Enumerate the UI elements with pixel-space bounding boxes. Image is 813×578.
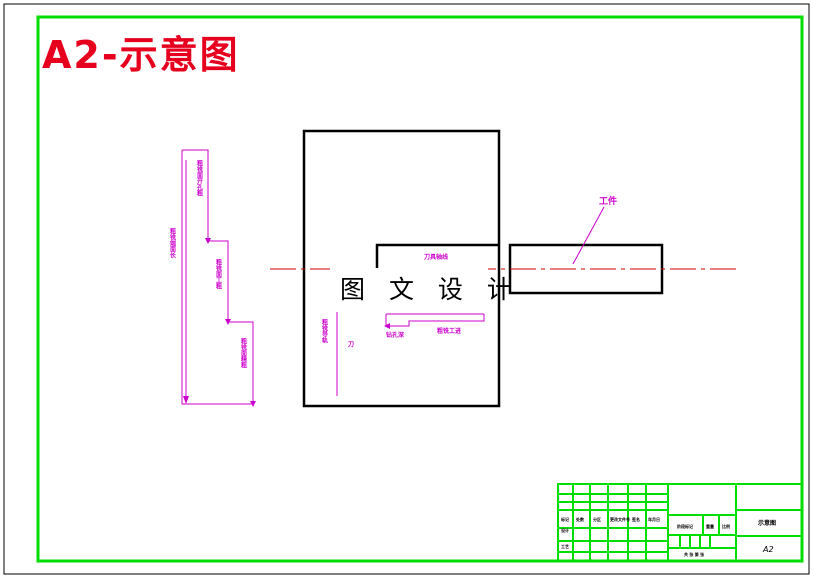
tb-header-4: 签名 (631, 516, 640, 522)
tb-header-2: 分区 (593, 516, 601, 522)
top-label: 刀具轴线 (424, 253, 448, 261)
tb-stage: 阶段标记 (677, 523, 693, 529)
tool-head (375, 243, 499, 268)
sheet-title: A2-示意图 (42, 33, 240, 77)
drawing-border (36, 15, 804, 563)
tb-header-5: 年月日 (648, 516, 660, 522)
tb-weight: 重量 (706, 523, 714, 529)
title-block-header: 标记 处数 分区 更改文件号 签名 年月日 设计 工艺 阶段标记 重量 比例 共… (560, 516, 776, 557)
outer-frame (3, 3, 810, 575)
tb-header-0: 标记 (560, 516, 569, 522)
tb-header-1: 处数 (575, 516, 584, 522)
title-block (557, 483, 803, 562)
step-arrow-1 (205, 238, 211, 244)
step-label-2: 粗铣面开孔粗 (196, 159, 203, 197)
short-label: 刀 (347, 341, 354, 348)
tb-sheet-size: A2 (762, 545, 774, 554)
step-label-1: 粗铣端面长 (169, 227, 176, 259)
tb-sheet-count: 共 张 第 张 (684, 551, 705, 557)
bottom-right-label: 粗铣工进 (437, 327, 461, 335)
feed-step-labels: 粗铣端面长 粗铣面开孔粗 粗铣面工粗 粗铣面精粗 (169, 159, 247, 369)
workpiece-label: 工件 (599, 195, 617, 207)
bottom-left-label: 钻孔深 (386, 331, 404, 339)
step-label-4: 粗铣面精粗 (240, 337, 247, 369)
step-arrow-2 (225, 319, 231, 325)
step-arrow-3 (250, 401, 256, 407)
feed-dim-step (385, 314, 485, 327)
tb-row-craft: 工艺 (561, 543, 569, 549)
feed-arrow-head (183, 396, 189, 404)
feed-dim-arrow (384, 323, 390, 329)
workpiece-leader (572, 206, 605, 265)
tb-scale: 比例 (722, 523, 730, 529)
step-label-3: 粗铣面工粗 (215, 258, 222, 290)
tb-drawing-name: 示意图 (758, 519, 776, 527)
guide-label: 粗铣导轨 (321, 318, 328, 344)
tb-header-3: 更改文件号 (610, 516, 630, 522)
watermark-text: 图 文 设 计 (330, 268, 512, 312)
tb-row-design: 设计 (561, 527, 569, 533)
